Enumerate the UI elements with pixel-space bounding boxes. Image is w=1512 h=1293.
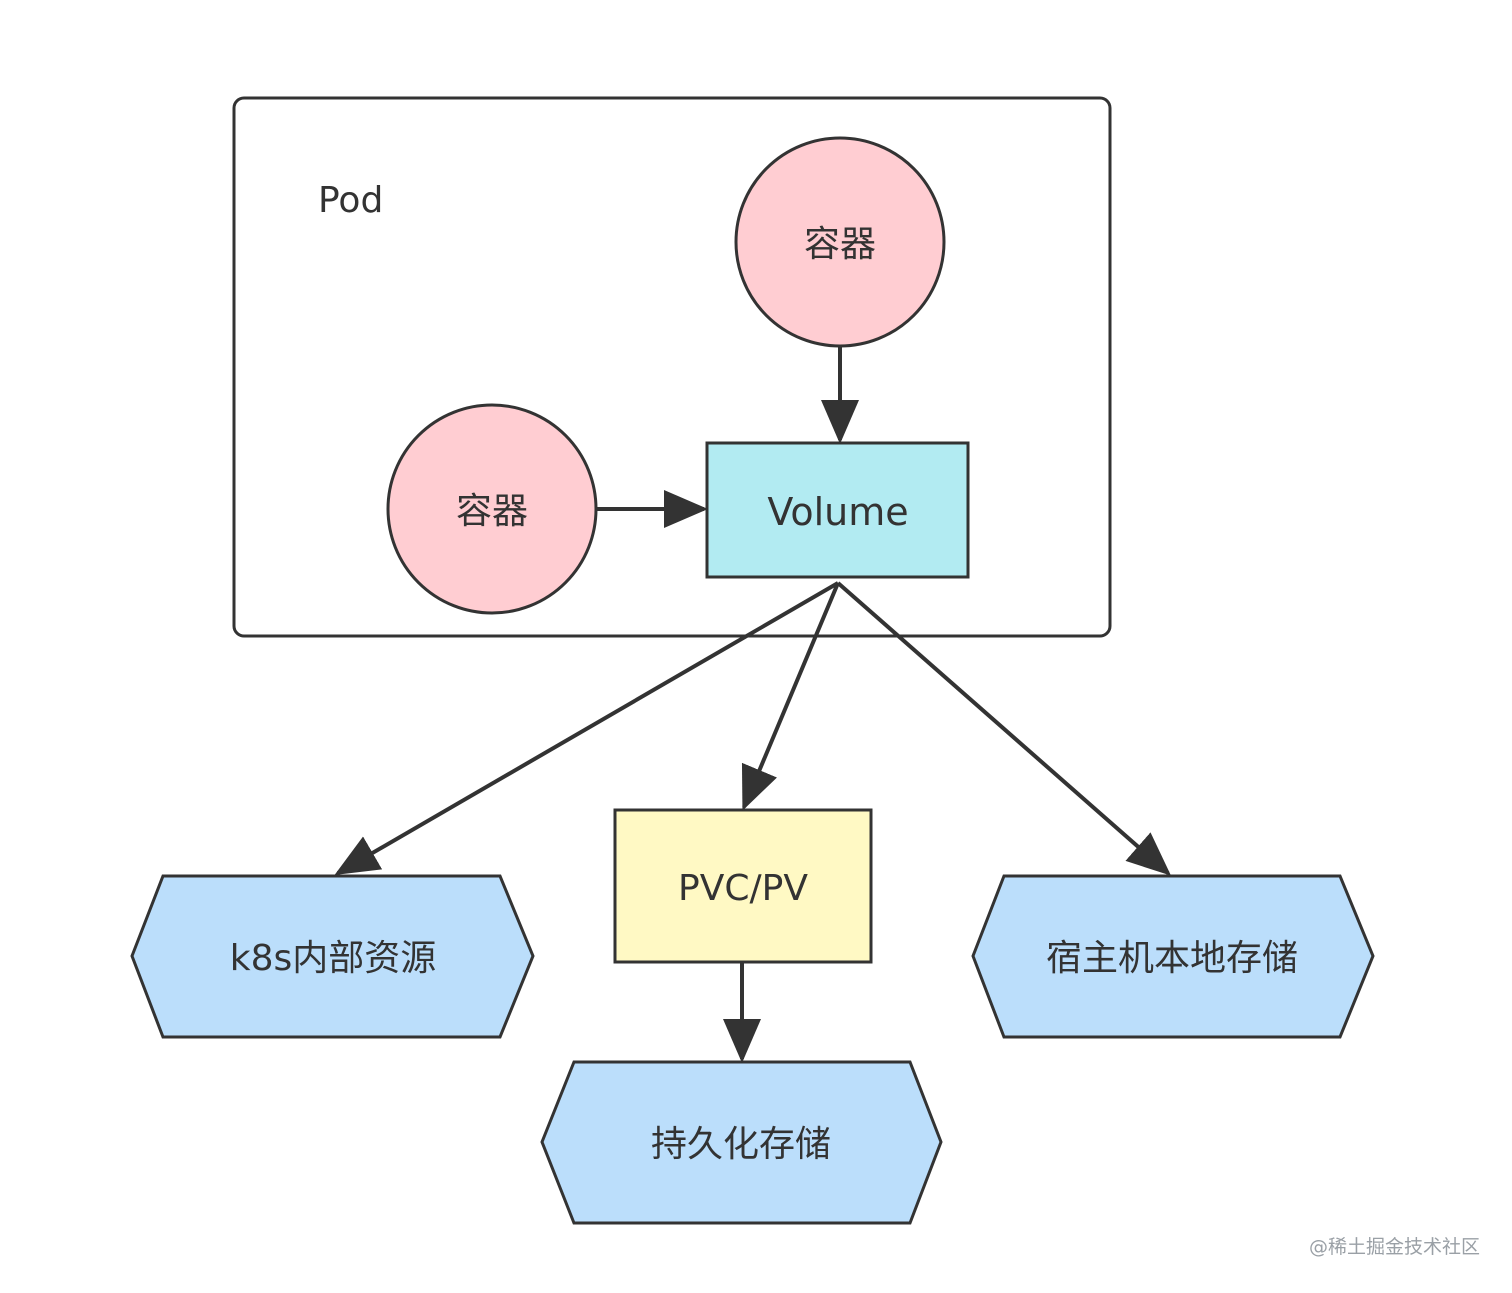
volume-node: Volume xyxy=(705,441,970,579)
persistent-storage-hexagon xyxy=(540,1060,943,1225)
container-top-node: 容器 xyxy=(734,136,946,348)
host-storage-node: 宿主机本地存储 xyxy=(971,874,1375,1039)
edge-volume-to-k8s-resource xyxy=(334,581,840,876)
volume-label: Volume xyxy=(767,490,908,534)
persistent-storage-node: 持久化存储 xyxy=(540,1060,943,1225)
k8s-resource-node: k8s内部资源 xyxy=(130,874,535,1039)
host-storage-hexagon xyxy=(971,874,1375,1039)
pod-label: Pod xyxy=(318,180,383,221)
container-left-label: 容器 xyxy=(456,491,528,532)
pod-box xyxy=(232,96,1112,638)
k8s-resource-label: k8s内部资源 xyxy=(230,938,437,979)
pvc-node: PVC/PV xyxy=(613,808,873,964)
pvc-box xyxy=(613,808,873,964)
persistent-storage-label: 持久化存储 xyxy=(651,1124,831,1165)
container-left-node: 容器 xyxy=(386,403,598,615)
watermark-text: @稀土掘金技术社区 xyxy=(1308,1236,1480,1258)
container-top-label: 容器 xyxy=(804,224,876,265)
volume-box xyxy=(705,441,970,579)
edge-volume-to-pvc xyxy=(741,582,840,811)
k8s-resource-hexagon xyxy=(130,874,535,1039)
pvc-label: PVC/PV xyxy=(678,868,808,909)
host-storage-label: 宿主机本地存储 xyxy=(1046,938,1298,979)
edge-volume-to-host-storage xyxy=(836,581,1172,876)
